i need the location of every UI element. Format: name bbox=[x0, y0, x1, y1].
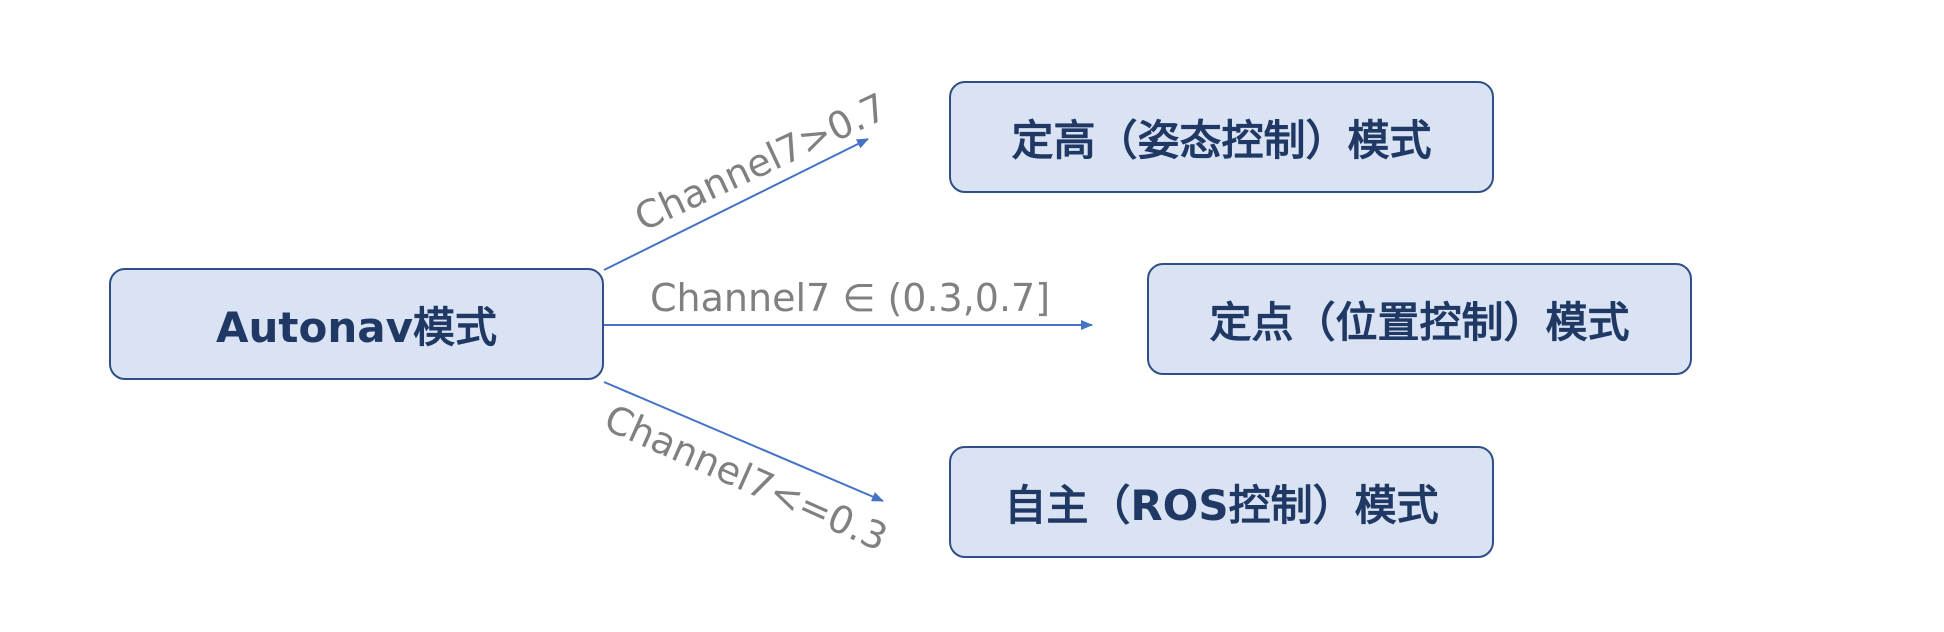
ros-autonomous-mode-node: 自主（ROS控制）模式 bbox=[949, 446, 1494, 558]
position-hold-mode-label: 定点（位置控制）模式 bbox=[1209, 297, 1630, 347]
arrow-to-altitude-mode bbox=[603, 138, 869, 271]
altitude-hold-mode-node: 定高（姿态控制）模式 bbox=[949, 81, 1494, 193]
autonav-mode-node: Autonav模式 bbox=[109, 268, 604, 380]
ros-autonomous-mode-label: 自主（ROS控制）模式 bbox=[1004, 480, 1439, 530]
position-hold-mode-node: 定点（位置控制）模式 bbox=[1147, 263, 1692, 375]
altitude-hold-mode-label: 定高（姿态控制）模式 bbox=[1011, 115, 1432, 165]
autonav-mode-label: Autonav模式 bbox=[216, 302, 497, 352]
arrow-to-ros-mode bbox=[603, 381, 884, 502]
condition-label-mid: Channel7 ∈ (0.3,0.7] bbox=[650, 276, 1051, 320]
